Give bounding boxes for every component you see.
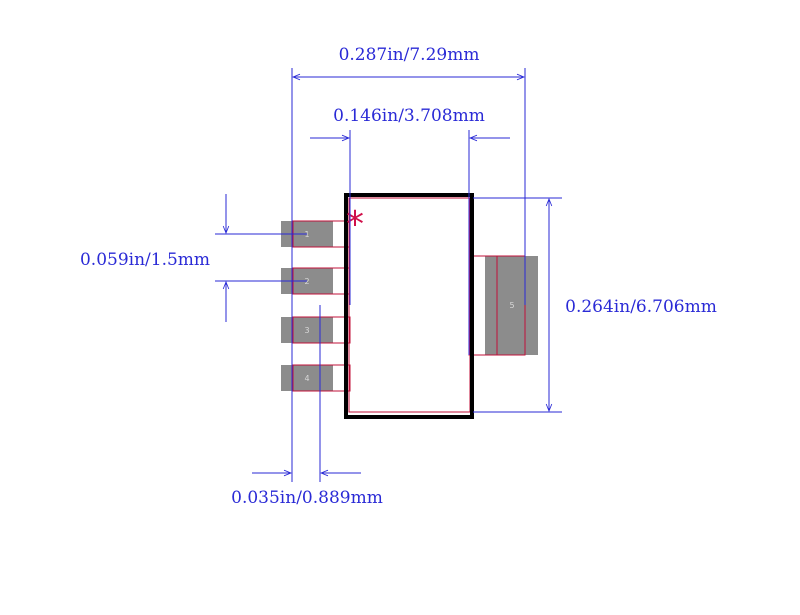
pin-pitch-label: 0.059in/1.5mm bbox=[80, 250, 210, 270]
pad-5 bbox=[485, 256, 538, 355]
component-body-outline bbox=[344, 193, 474, 419]
pin-label-4: 4 bbox=[304, 374, 309, 383]
overall-height-label: 0.264in/6.706mm bbox=[565, 297, 717, 317]
overall-width-label: 0.287in/7.29mm bbox=[339, 45, 480, 65]
pin-width-label: 0.035in/0.889mm bbox=[231, 488, 383, 508]
pin-label-5: 5 bbox=[509, 301, 514, 310]
pad-3 bbox=[281, 317, 333, 343]
pin-label-3: 3 bbox=[304, 326, 309, 335]
pad-4 bbox=[281, 365, 333, 391]
dimension-lines bbox=[215, 68, 562, 482]
pin1-marker: * bbox=[346, 204, 364, 245]
body-width-label: 0.146in/3.708mm bbox=[333, 106, 485, 126]
